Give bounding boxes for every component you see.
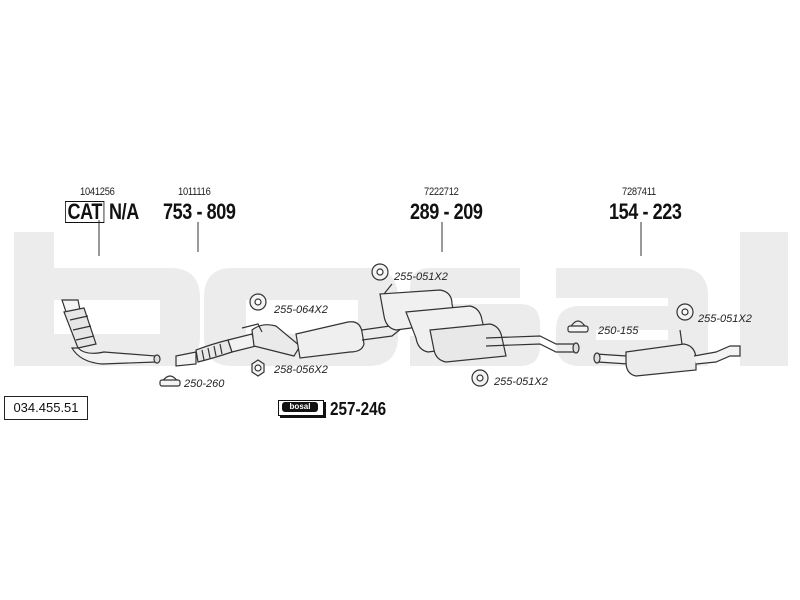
part-number-rear-silencer: 154 - 223 bbox=[609, 199, 682, 224]
nut-icon bbox=[251, 359, 265, 377]
ref-number-middle-silencer: 7222712 bbox=[424, 186, 459, 198]
catalyst-part: N/A bbox=[109, 199, 139, 224]
accessory-label: 255-051X2 bbox=[698, 313, 752, 325]
ref-number-rear-silencer: 7287411 bbox=[622, 186, 656, 198]
rubber-mount-icon bbox=[676, 303, 694, 321]
accessory-label: 250-155 bbox=[598, 325, 639, 337]
ref-number-front-pipe: 1011116 bbox=[178, 186, 211, 198]
part-number-middle-silencer: 289 - 209 bbox=[410, 199, 483, 224]
center-silencer-drawing bbox=[379, 283, 580, 363]
ref-number-catalyst: 1041256 bbox=[80, 186, 115, 198]
rear-silencer-drawing bbox=[593, 329, 741, 377]
rubber-mount-icon bbox=[249, 293, 267, 311]
part-number-front-pipe: 753 - 809 bbox=[163, 199, 236, 224]
accessory-label: 255-051X2 bbox=[394, 271, 448, 283]
accessory-label: 255-051X2 bbox=[494, 376, 548, 388]
mounting-kit-badge: bosal bbox=[278, 400, 324, 416]
clamp-icon bbox=[159, 375, 181, 387]
rubber-mount-icon bbox=[471, 369, 489, 387]
cat-label: CAT bbox=[65, 201, 105, 223]
rubber-mount-icon bbox=[371, 263, 389, 281]
catalytic-converter-drawing bbox=[61, 299, 161, 365]
clamp-icon bbox=[567, 320, 589, 333]
bosal-logo: bosal bbox=[282, 402, 318, 412]
front-pipe-drawing bbox=[175, 323, 301, 367]
accessory-label: 255-064X2 bbox=[274, 304, 328, 316]
accessory-label: 258-056X2 bbox=[274, 364, 328, 376]
part-number-catalyst: CAT N/A bbox=[65, 199, 139, 225]
mounting-kit-code: 257-246 bbox=[330, 399, 387, 419]
accessory-label: 250-260 bbox=[184, 378, 225, 390]
catalog-number: 034.455.51 bbox=[4, 396, 88, 420]
